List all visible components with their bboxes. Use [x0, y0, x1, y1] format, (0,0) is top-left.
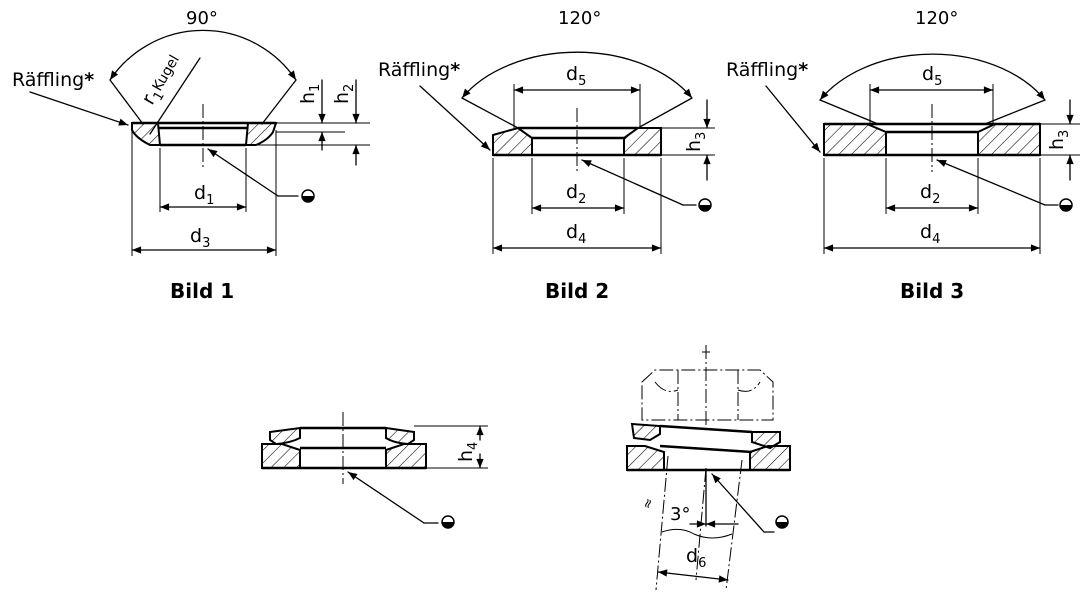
assembly-bottom-left — [261, 443, 301, 469]
raeffling-label-2: Räffling* — [378, 59, 460, 81]
dim-d6 — [657, 569, 729, 583]
d6-label: d6 — [686, 545, 706, 571]
angle-arc-120-a — [461, 51, 693, 99]
hex-nut-outline — [641, 369, 774, 421]
surface-leader-2 — [581, 159, 684, 206]
d2-label-a: d2 — [566, 181, 586, 207]
figure-3: 120° d5 Räffling* h3 d2 d4 Bild 3 — [726, 8, 1080, 303]
surface-leader-1 — [207, 148, 279, 197]
assembly-top-right — [385, 426, 415, 446]
surface-leader-5 — [711, 473, 765, 533]
nut-washer-bore — [659, 444, 753, 454]
angle-3-label: 3° — [670, 504, 690, 525]
washer3-left — [823, 123, 887, 156]
surface-symbol-5-icon — [775, 515, 789, 529]
caption-bild-3: Bild 3 — [900, 279, 964, 303]
h3-label-b: h3 — [1046, 130, 1072, 150]
assembly-bottom-right — [385, 443, 427, 469]
angle-arc-90 — [109, 29, 297, 81]
assembly-top-left — [269, 426, 301, 446]
raeffling-label-1: Räffling* — [12, 69, 94, 91]
bolt-edge-left — [655, 455, 669, 591]
surface-symbol-4-icon — [441, 515, 455, 529]
raeffling-label-3: Räffling* — [726, 59, 808, 81]
surface-leader-3 — [936, 159, 1046, 206]
surface-symbol-1-icon — [301, 189, 315, 203]
angle-leg-left-3 — [819, 99, 879, 125]
angle-arc-120-b — [819, 53, 1046, 101]
h2-label: h2 — [331, 84, 357, 104]
washer2-right — [623, 127, 662, 156]
nut-chamfer-l — [654, 381, 679, 392]
nut-washer-bottom-right — [749, 445, 791, 471]
assembly-with-nut: 3° ≈ d6 — [626, 345, 791, 591]
washer-section-right — [244, 122, 278, 146]
assembly-pair: h4 — [261, 412, 488, 529]
radius-label: r1Kugel — [137, 50, 187, 110]
radius-leader — [149, 57, 201, 135]
washer3-right — [977, 123, 1041, 156]
angle-120-label-b: 120° — [915, 8, 958, 29]
nut-washer-bottom-left — [626, 445, 665, 471]
bolt-edge-right — [725, 459, 743, 591]
angle-leg-left-2 — [461, 97, 519, 129]
figure-1: 90° r1Kugel Räffling* h1 h2 d1 d3 — [12, 8, 370, 303]
nut-washer-top-edge — [659, 424, 753, 434]
d5-label-b: d5 — [922, 63, 942, 89]
raeffling-leader-2 — [419, 85, 491, 151]
bolt-break-line — [661, 528, 733, 539]
caption-bild-2: Bild 2 — [545, 279, 609, 303]
angle-120-label-a: 120° — [558, 8, 601, 29]
nut-washer-top-left — [630, 422, 661, 442]
angle-leg-right — [261, 79, 297, 125]
surface-symbol-3-icon — [1059, 198, 1073, 212]
surface-leader-4 — [347, 471, 425, 524]
angle-leg-left — [109, 79, 144, 125]
washer2-left — [492, 126, 533, 156]
angle-leg-right-2 — [637, 97, 693, 129]
raeffling-leader-3 — [765, 85, 821, 153]
d4-label-a: d4 — [566, 221, 586, 247]
figure-2: 120° d5 Räffling* h3 d2 d4 — [378, 8, 715, 303]
surface-symbol-2-icon — [698, 198, 712, 212]
d1-label: d1 — [194, 182, 214, 208]
angle-leg-right-3 — [984, 99, 1046, 125]
h1-label: h1 — [297, 84, 323, 104]
h3-label-a: h3 — [683, 132, 709, 152]
approx-symbol: ≈ — [640, 496, 658, 511]
h4-label: h4 — [455, 442, 481, 462]
raeffling-leader-1 — [29, 91, 129, 126]
nut-chamfer-r — [737, 381, 761, 392]
caption-bild-1: Bild 1 — [170, 279, 234, 303]
angle-90-label: 90° — [186, 8, 218, 29]
d3-label: d3 — [190, 225, 210, 251]
d4-label-b: d4 — [920, 221, 940, 247]
d2-label-b: d2 — [920, 181, 940, 207]
d5-label-a: d5 — [566, 63, 586, 89]
